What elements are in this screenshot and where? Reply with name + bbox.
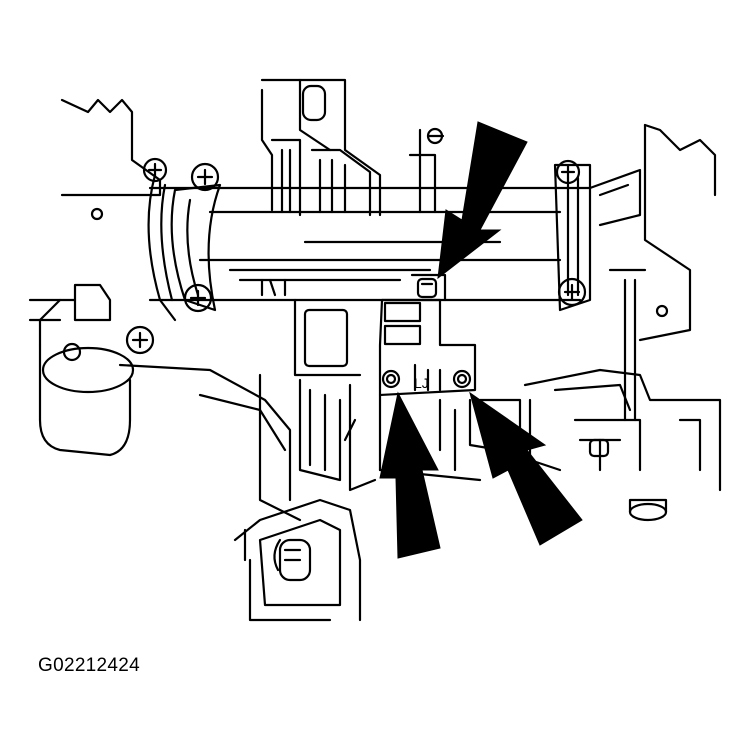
housing-marking: LJ xyxy=(414,375,429,391)
top-pointer-arrow xyxy=(437,121,528,280)
upper-right-bolt-icon xyxy=(555,159,581,185)
upper-left-bolt-icon xyxy=(190,162,220,192)
upper-bracket xyxy=(260,78,382,217)
lower-right-bolt-icon xyxy=(557,277,587,307)
left-retaining-screw-icon xyxy=(381,369,401,389)
column-mount-bolt-icon xyxy=(125,325,155,355)
right-clamp-strap xyxy=(553,159,642,312)
connector-clip xyxy=(416,277,438,299)
lower-left-bolt-icon xyxy=(183,283,213,313)
right-pointer-arrow xyxy=(469,391,583,546)
lower-tilt-bracket xyxy=(233,498,362,622)
left-dash-panel xyxy=(60,98,162,221)
lower-casting xyxy=(118,363,562,522)
left-clamp-strap xyxy=(125,157,222,355)
column-tube xyxy=(148,127,592,302)
sensor-housing xyxy=(293,273,477,397)
right-dash-panel xyxy=(608,123,717,422)
right-lower-bracket xyxy=(523,368,722,522)
left-pointer-arrow xyxy=(379,391,441,559)
right-retaining-screw-icon xyxy=(452,369,472,389)
left-motor-cylinder xyxy=(28,283,135,457)
top-left-bolt-icon xyxy=(142,157,168,183)
figure-code: G02212424 xyxy=(38,655,141,676)
